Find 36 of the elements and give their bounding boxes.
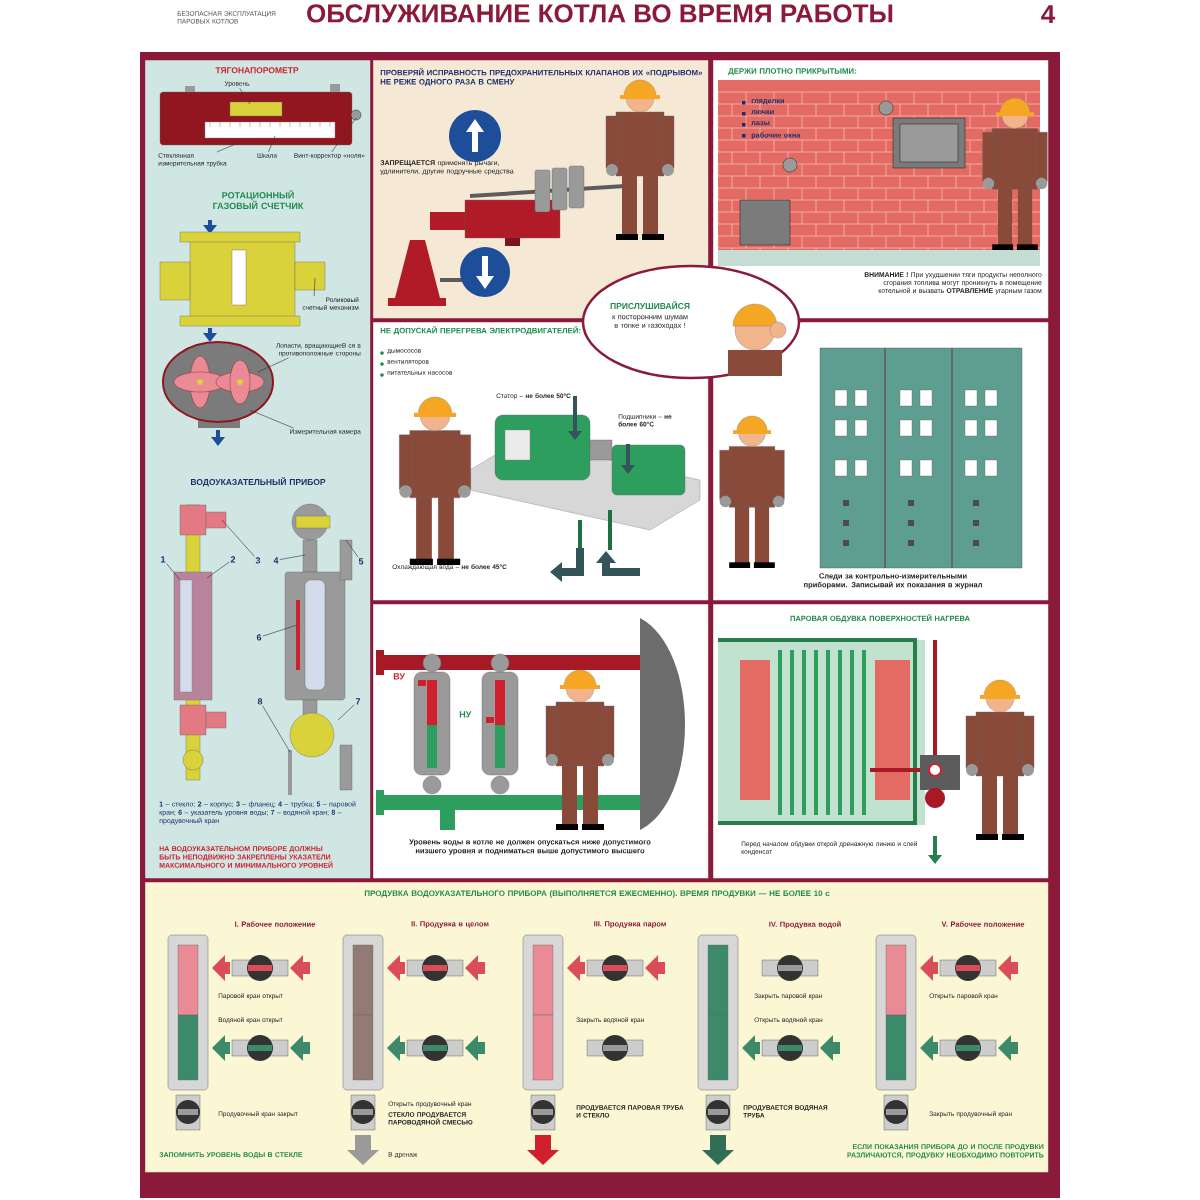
leader-line [345, 539, 359, 558]
callout-number: 4 [273, 557, 279, 564]
water-gauge-drawing [284, 503, 353, 795]
callout-number: 2 [230, 556, 236, 563]
gas-meter-drawing [159, 220, 326, 342]
leader-line [279, 554, 306, 560]
callout-number: 5 [358, 558, 364, 565]
leader-line [239, 87, 251, 105]
leader-line [313, 277, 316, 297]
heading: ТЯГОНАПОРОМЕТР [215, 67, 299, 74]
heading: ПРИСЛУШИВАЙСЯ [610, 301, 690, 309]
heading: ПРОДУВКА ВОДОУКАЗАТЕЛЬНОГО ПРИБОРА (ВЫПОЛНЯЕТСЯ ЕЖЕСМЕННО). ВРЕМЯ ПРОДУВКИ — НЕ БОЛЕЕ 10 с [364, 890, 830, 898]
leader-line [331, 117, 357, 153]
leader-line [257, 357, 289, 373]
callout-number: 6 [256, 634, 262, 641]
leader-line [221, 519, 255, 557]
leader-line [206, 561, 230, 579]
leader-line [337, 704, 355, 721]
title: ОБСЛУЖИВАНИЕ КОТЛА ВО ВРЕМЯ РАБОТЫ [307, 4, 893, 23]
callout-number: 7 [355, 698, 361, 705]
leader-line [216, 139, 246, 153]
level-label: НУ [459, 711, 472, 718]
rotary-meter-drawing [162, 341, 274, 446]
callout-number: 1 [161, 556, 166, 563]
heading: ВОДОУКАЗАТЕЛЬНЫЙ ПРИБОР [191, 477, 326, 487]
level-label: ВУ [393, 673, 406, 680]
callout-number: 3 [255, 557, 261, 564]
leader-line [166, 563, 181, 581]
leader-line [268, 135, 276, 153]
leader-line [262, 705, 291, 753]
callout-number: 8 [257, 698, 263, 705]
water-gauge-drawing [173, 504, 227, 781]
page-number: 4 [1041, 5, 1056, 24]
heading: РОТАЦИОННЫЙ ГАЗОВЫЙ СЧЕТЧИК [213, 190, 304, 210]
leader-line [249, 409, 294, 429]
leader-line [262, 624, 298, 637]
